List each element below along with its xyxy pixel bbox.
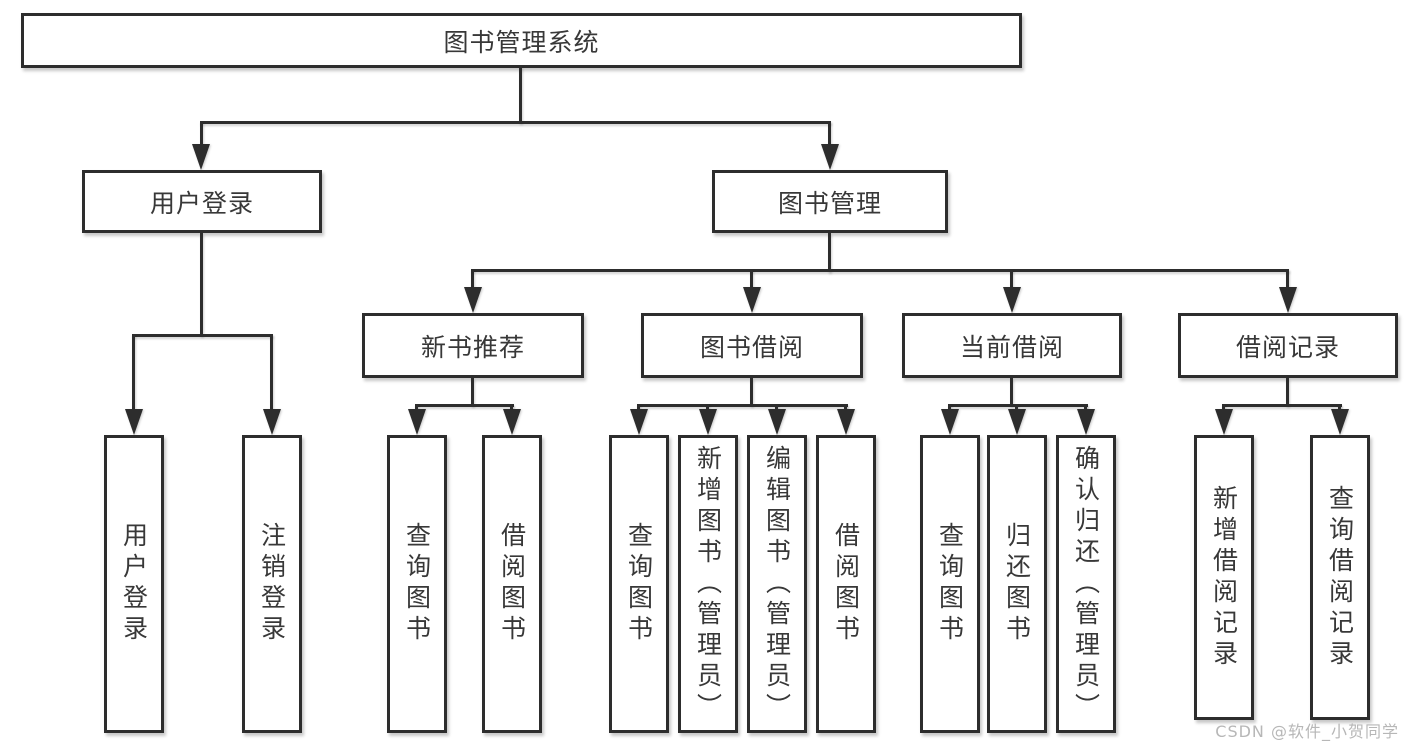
connector-line <box>200 233 203 336</box>
arrow-down-icon <box>1003 287 1021 313</box>
arrow-down-icon <box>464 287 482 313</box>
connector-line <box>1338 404 1341 413</box>
connector-line <box>471 269 1289 272</box>
leaf-query-borrow-record: 查询借阅记录 <box>1310 435 1370 720</box>
leaf-query-books-borrow: 查询图书 <box>609 435 669 733</box>
connector-line <box>844 404 847 413</box>
leaf-logout: 注销登录 <box>242 435 302 733</box>
connector-line <box>1286 378 1289 406</box>
node-book-management: 图书管理 <box>712 170 948 233</box>
arrow-down-icon <box>1279 287 1297 313</box>
node-label: 新书推荐 <box>420 332 525 362</box>
arrow-down-icon <box>1215 409 1233 435</box>
arrow-down-icon <box>192 144 210 170</box>
node-label: 图书管理系统 <box>443 27 600 57</box>
connector-line <box>637 404 640 413</box>
node-label: 查询图书 <box>402 522 432 646</box>
node-label: 归还图书 <box>1002 522 1032 646</box>
connector-line <box>415 404 514 407</box>
leaf-user-login: 用户登录 <box>104 435 164 733</box>
arrow-down-icon <box>125 409 143 435</box>
connector-line <box>948 404 1088 407</box>
node-label: 新增借阅记录 <box>1209 484 1239 671</box>
arrow-down-icon <box>699 409 717 435</box>
node-label: 当前借阅 <box>959 332 1064 362</box>
arrow-down-icon <box>1331 409 1349 435</box>
leaf-add-books-admin: 新增图书（管理员） <box>678 435 738 733</box>
arrow-down-icon <box>768 409 786 435</box>
connector-line <box>1084 404 1087 413</box>
node-label: 查询借阅记录 <box>1325 484 1355 671</box>
arrow-down-icon <box>941 409 959 435</box>
node-label: 借阅图书 <box>497 522 527 646</box>
connector-line <box>510 404 513 413</box>
connector-line <box>828 233 831 272</box>
leaf-query-books-recommend: 查询图书 <box>387 435 447 733</box>
connector-line <box>132 334 273 337</box>
node-label: 图书借阅 <box>699 332 804 362</box>
connector-line <box>750 269 753 291</box>
connector-line <box>519 66 522 123</box>
leaf-return-books: 归还图书 <box>987 435 1047 733</box>
arrow-down-icon <box>263 409 281 435</box>
arrow-down-icon <box>1077 409 1095 435</box>
connector-line <box>775 404 778 413</box>
arrow-down-icon <box>743 287 761 313</box>
leaf-borrow-books: 借阅图书 <box>816 435 876 733</box>
connector-line <box>1222 404 1342 407</box>
connector-line <box>1010 378 1013 406</box>
connector-line <box>1222 404 1225 413</box>
connector-line <box>415 404 418 413</box>
leaf-add-borrow-record: 新增借阅记录 <box>1194 435 1254 720</box>
connector-line <box>637 404 848 407</box>
connector-line <box>1286 269 1289 291</box>
connector-line <box>270 334 273 413</box>
leaf-edit-books-admin: 编辑图书（管理员） <box>747 435 807 733</box>
connector-line <box>1010 269 1013 291</box>
arrow-down-icon <box>408 409 426 435</box>
arrow-down-icon <box>1008 409 1026 435</box>
node-label: 用户登录 <box>119 522 149 646</box>
connector-line <box>1015 404 1018 413</box>
connector-line <box>200 121 831 124</box>
connector-line <box>471 378 474 406</box>
node-label: 借阅记录 <box>1235 332 1340 362</box>
arrow-down-icon <box>630 409 648 435</box>
arrow-down-icon <box>821 144 839 170</box>
node-label: 确认归还（管理员） <box>1071 444 1101 724</box>
connector-line <box>828 121 831 150</box>
connector-line <box>750 378 753 406</box>
leaf-borrow-books-recommend: 借阅图书 <box>482 435 542 733</box>
node-label: 借阅图书 <box>831 522 861 646</box>
arrow-down-icon <box>837 409 855 435</box>
node-user-login: 用户登录 <box>82 170 322 233</box>
node-borrowing-records: 借阅记录 <box>1178 313 1398 378</box>
node-book-borrowing: 图书借阅 <box>641 313 863 378</box>
connector-line <box>948 404 951 413</box>
node-label: 查询图书 <box>935 522 965 646</box>
node-label: 查询图书 <box>624 522 654 646</box>
node-label: 图书管理 <box>777 188 882 218</box>
node-current-borrowing: 当前借阅 <box>902 313 1122 378</box>
arrow-down-icon <box>503 409 521 435</box>
node-label: 编辑图书（管理员） <box>762 444 792 724</box>
connector-line <box>706 404 709 413</box>
connector-line <box>200 121 203 150</box>
node-label: 新增图书（管理员） <box>693 444 723 724</box>
node-library-management-system: 图书管理系统 <box>21 13 1022 68</box>
connector-line <box>471 269 474 291</box>
node-new-book-recommendation: 新书推荐 <box>362 313 584 378</box>
connector-line <box>132 334 135 413</box>
node-label: 用户登录 <box>149 188 254 218</box>
watermark: CSDN @软件_小贺同学 <box>1215 722 1399 741</box>
leaf-confirm-return-admin: 确认归还（管理员） <box>1056 435 1116 733</box>
leaf-query-books-current: 查询图书 <box>920 435 980 733</box>
node-label: 注销登录 <box>257 522 287 646</box>
